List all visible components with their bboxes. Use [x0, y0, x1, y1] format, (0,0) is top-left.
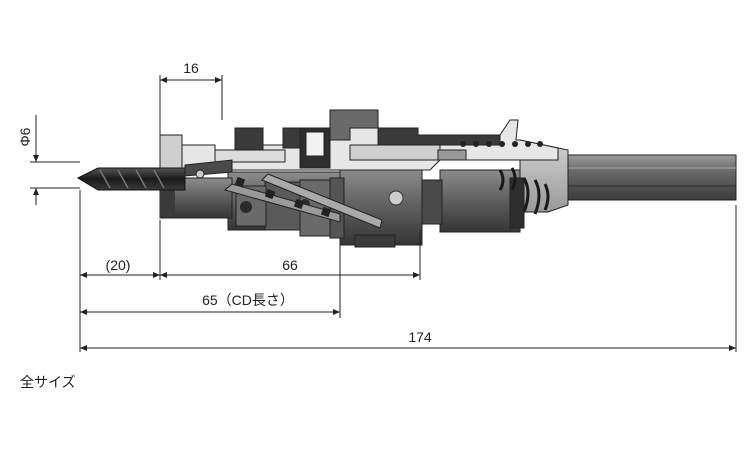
caption-all-sizes: 全サイズ	[20, 375, 76, 391]
detent-balls	[460, 141, 543, 147]
dim-65-label: 65（CD長さ）	[202, 292, 294, 308]
dimension-arrows	[33, 77, 736, 351]
dim-16-label: 16	[183, 60, 199, 76]
dim-174-label: 174	[408, 329, 432, 345]
dim-20-label: (20)	[106, 257, 131, 273]
helix-slot	[223, 173, 383, 229]
spring	[498, 167, 550, 215]
dim-phi6-label: Φ6	[17, 127, 33, 146]
drill-bit	[76, 167, 186, 191]
dimension-lines	[30, 75, 737, 352]
dim-66-label: 66	[282, 257, 298, 273]
hex-shank	[567, 154, 737, 201]
hole-saw-tool	[76, 109, 737, 248]
arbor-body	[439, 169, 521, 233]
